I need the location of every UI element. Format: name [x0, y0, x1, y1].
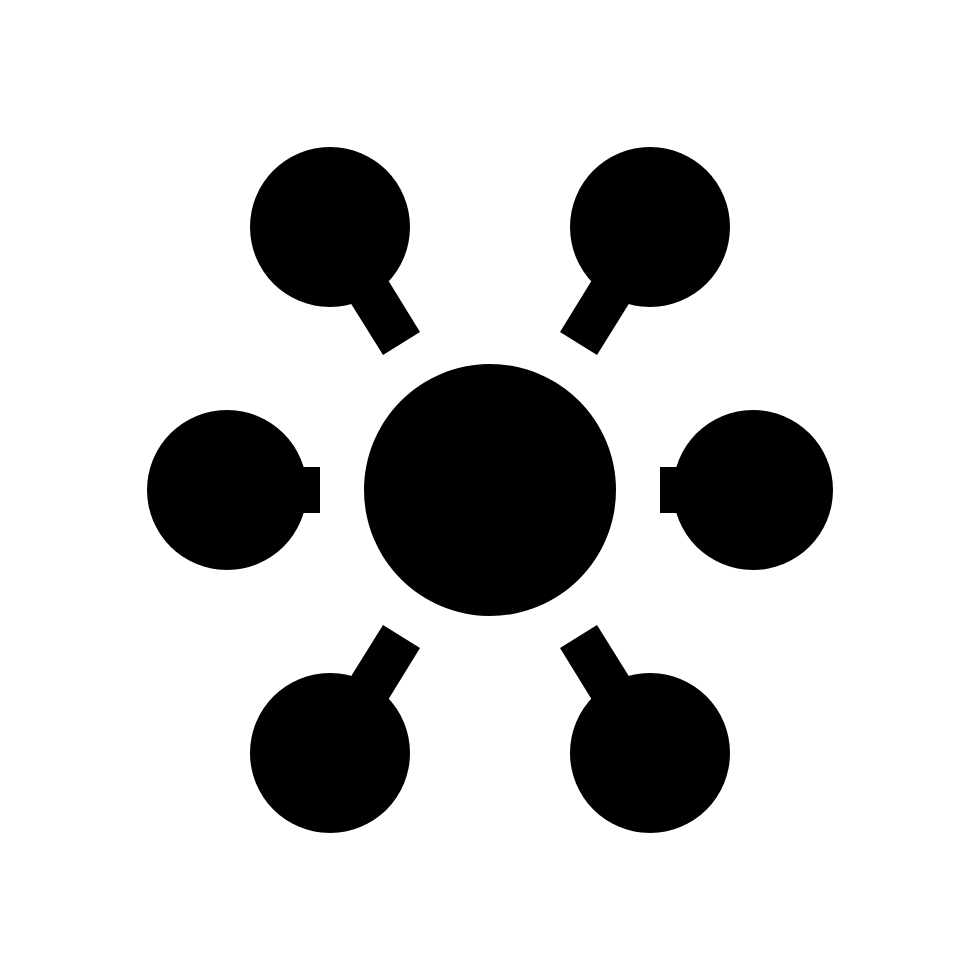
connector-top-right [560, 280, 630, 355]
satellite-node-top-left [250, 147, 410, 307]
satellite-node-left [147, 410, 307, 570]
connector-bottom-left [350, 625, 420, 700]
connector-top-left [350, 280, 420, 355]
connector-left [295, 467, 320, 513]
connector-bottom-right [560, 625, 630, 700]
satellite-node-bottom-right [570, 673, 730, 833]
hub-node [364, 364, 616, 616]
satellite-node-top-right [570, 147, 730, 307]
satellite-node-bottom-left [250, 673, 410, 833]
satellite-node-right [673, 410, 833, 570]
connector-right [660, 467, 685, 513]
